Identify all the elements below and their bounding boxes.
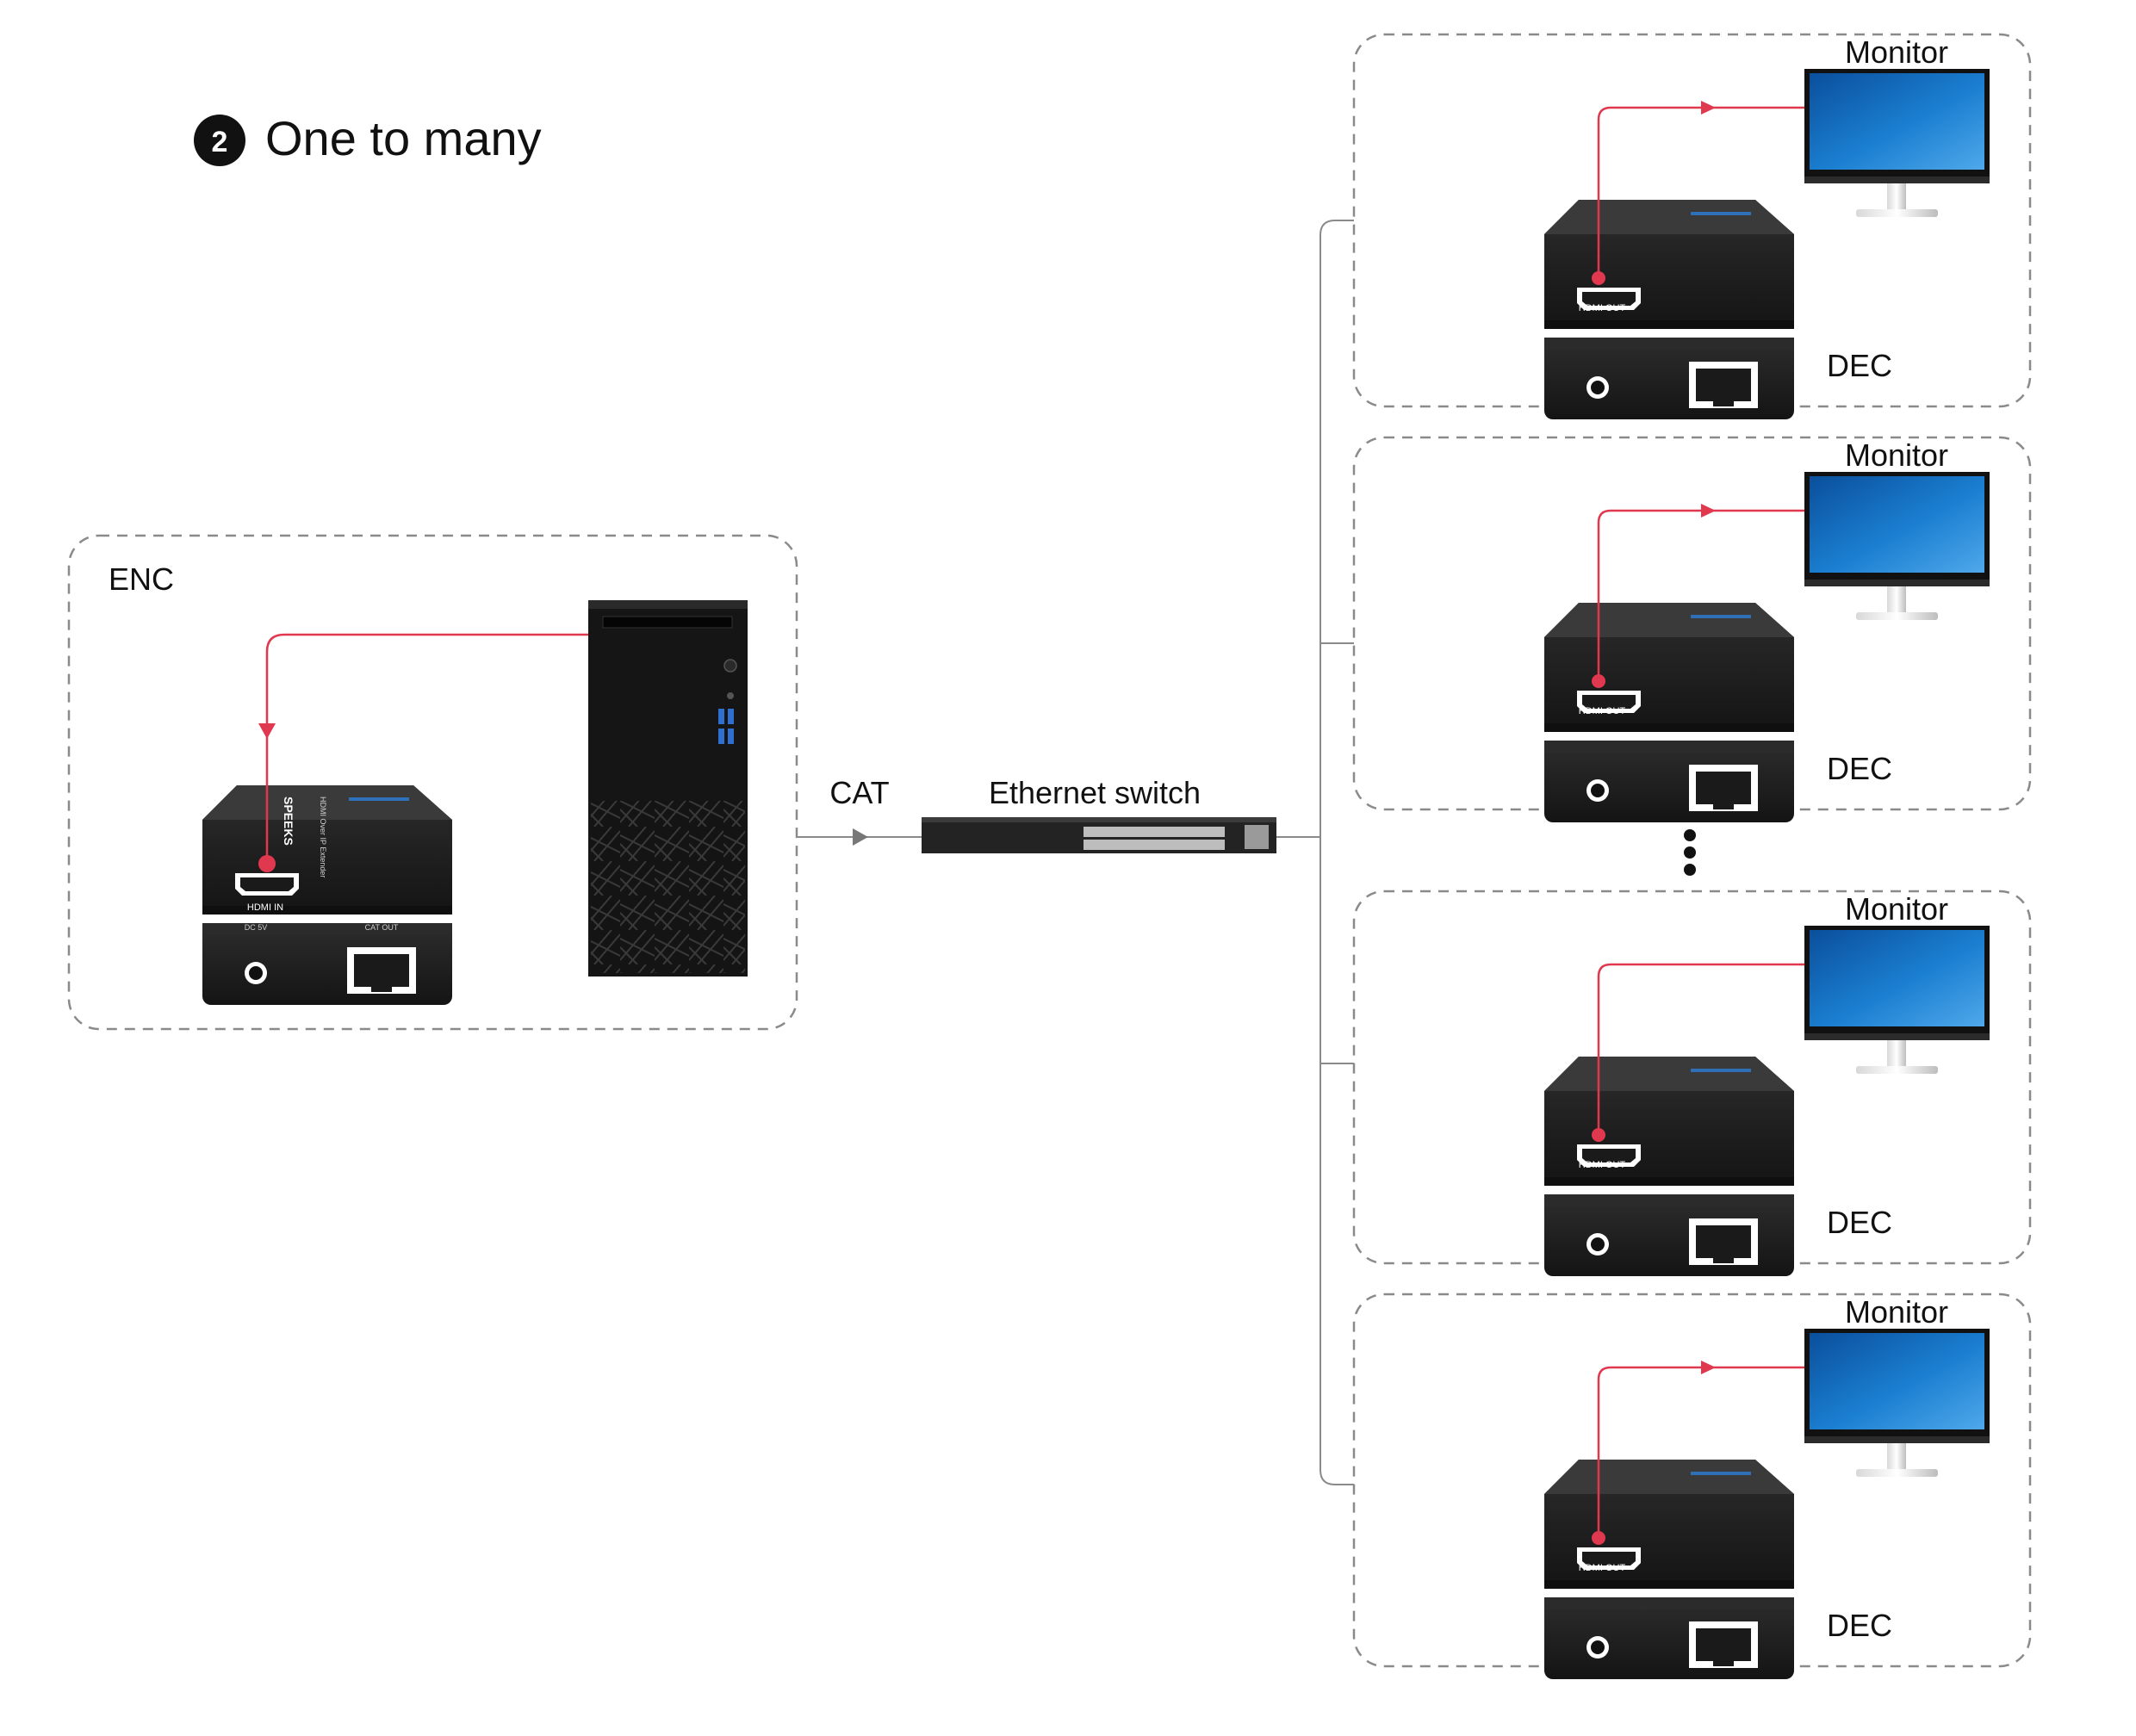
hdmi-signal-line-1 (1597, 106, 1804, 278)
monitor-4 (1804, 1329, 1990, 1477)
diagram-heading: 2 One to many (194, 111, 542, 166)
encoder-box: ENC HDMI IN DC 5V CAT OUT SPEEKS HDMI Ov… (67, 534, 798, 1031)
decoder-port-label-4: HDMI OUT (1579, 1563, 1626, 1573)
decoder-port-label-1: HDMI OUT (1579, 303, 1626, 313)
decoder-label-2: DEC (1827, 751, 1892, 786)
ethernet-switch-label: Ethernet switch (989, 775, 1201, 810)
encoder-dc-label: DC 5V (245, 923, 268, 932)
encoder-cat-label: CAT OUT (365, 923, 399, 932)
encoder-device: HDMI IN DC 5V CAT OUT SPEEKS HDMI Over I… (202, 785, 452, 1005)
encoder-port-label: HDMI IN (247, 902, 283, 913)
encoder-label: ENC (109, 561, 174, 597)
more-decoders-ellipsis (1684, 829, 1696, 876)
step-number-badge (194, 115, 245, 166)
hdmi-signal-line-4 (1597, 1366, 1804, 1538)
monitor-3 (1804, 926, 1990, 1074)
diagram-title: One to many (265, 111, 542, 165)
monitor-label-3: Monitor (1845, 891, 1948, 927)
signal-arrow-encoder (258, 723, 276, 739)
monitor-2 (1804, 472, 1990, 620)
pc-tower (588, 600, 748, 976)
hdmi-in-connector-dot (258, 855, 276, 872)
monitor-1 (1804, 69, 1990, 217)
decoder-box-3: Monitor HDMI OUT DEC (1352, 890, 2032, 1276)
encoder-model: HDMI Over IP Extender (319, 797, 327, 877)
decoder-port-label-3: HDMI OUT (1579, 1160, 1626, 1170)
hdmi-signal-line-3 (1597, 963, 1804, 1135)
decoder-box-1: Monitor HDMI OUT DEC (1352, 33, 2032, 419)
monitor-label-1: Monitor (1845, 34, 1948, 70)
hdmi-signal-line-2 (1597, 509, 1804, 681)
decoder-label-1: DEC (1827, 348, 1892, 383)
cat-label: CAT (829, 775, 889, 810)
step-number: 2 (212, 126, 228, 158)
monitor-label-4: Monitor (1845, 1294, 1948, 1330)
decoder-box-2: Monitor HDMI OUT DEC (1352, 436, 2032, 822)
switch-ports (1084, 825, 1269, 850)
ethernet-switch: Ethernet switch (922, 775, 1276, 853)
distribution-lines (1276, 220, 1354, 1485)
decoder-box-4: Monitor HDMI OUT DEC (1352, 1293, 2032, 1679)
hdmi-signal-line-encoder (265, 633, 588, 864)
decoder-port-label-2: HDMI OUT (1579, 706, 1626, 716)
cat-link: CAT (797, 775, 922, 846)
encoder-brand: SPEEKS (282, 797, 295, 846)
monitor-label-2: Monitor (1845, 437, 1948, 473)
decoder-label-3: DEC (1827, 1205, 1892, 1240)
decoder-label-4: DEC (1827, 1608, 1892, 1643)
